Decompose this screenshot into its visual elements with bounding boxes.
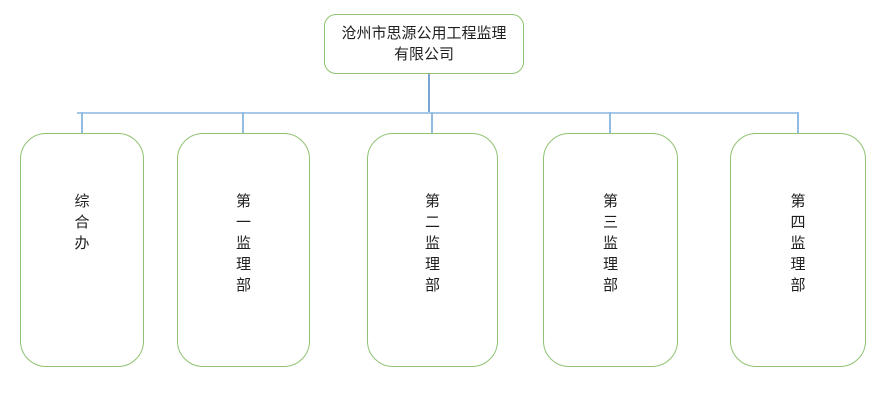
org-root-label: 沧州市思源公用工程监理 有限公司 (341, 24, 507, 63)
connector-horizontal (77, 112, 799, 114)
connector-drop-3 (431, 112, 433, 133)
dept-node-general-office: 综合办 (20, 133, 144, 367)
dept-node-supervision-2: 第二监理部 (367, 133, 498, 367)
dept-node-supervision-3: 第三监理部 (543, 133, 678, 367)
dept-node-label: 第一监理部 (236, 192, 252, 294)
connector-drop-4 (609, 112, 611, 133)
connector-drop-2 (242, 112, 244, 133)
dept-node-label: 第二监理部 (425, 192, 441, 294)
connector-drop-5 (797, 112, 799, 133)
connector-stem (428, 74, 430, 113)
dept-node-label: 第四监理部 (790, 192, 806, 294)
dept-node-supervision-1: 第一监理部 (177, 133, 310, 367)
dept-node-label: 第三监理部 (603, 192, 619, 294)
connector-drop-1 (81, 112, 83, 133)
dept-node-supervision-4: 第四监理部 (730, 133, 866, 367)
org-root-node: 沧州市思源公用工程监理 有限公司 (324, 14, 524, 74)
dept-node-label: 综合办 (74, 192, 90, 252)
